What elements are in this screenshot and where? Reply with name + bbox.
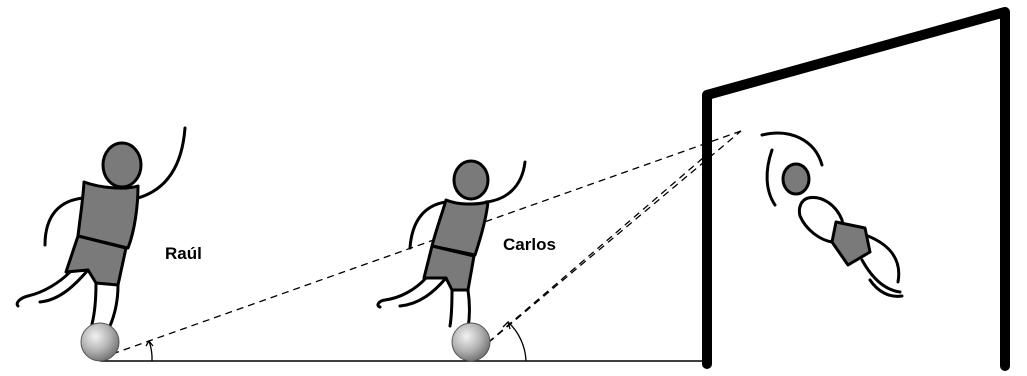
diving-goalkeeper-icon xyxy=(762,133,902,296)
soccer-ball-icon xyxy=(81,323,119,361)
player-label-carlos: Carlos xyxy=(503,235,556,254)
player-label-raul: Raúl xyxy=(165,244,202,263)
angle-arrow-carlos xyxy=(503,322,510,329)
soccer-ball-icon xyxy=(452,323,490,361)
goal-frame-icon xyxy=(707,12,1005,366)
player-raul-figure xyxy=(17,128,185,326)
angle-arc-carlos xyxy=(508,322,526,361)
